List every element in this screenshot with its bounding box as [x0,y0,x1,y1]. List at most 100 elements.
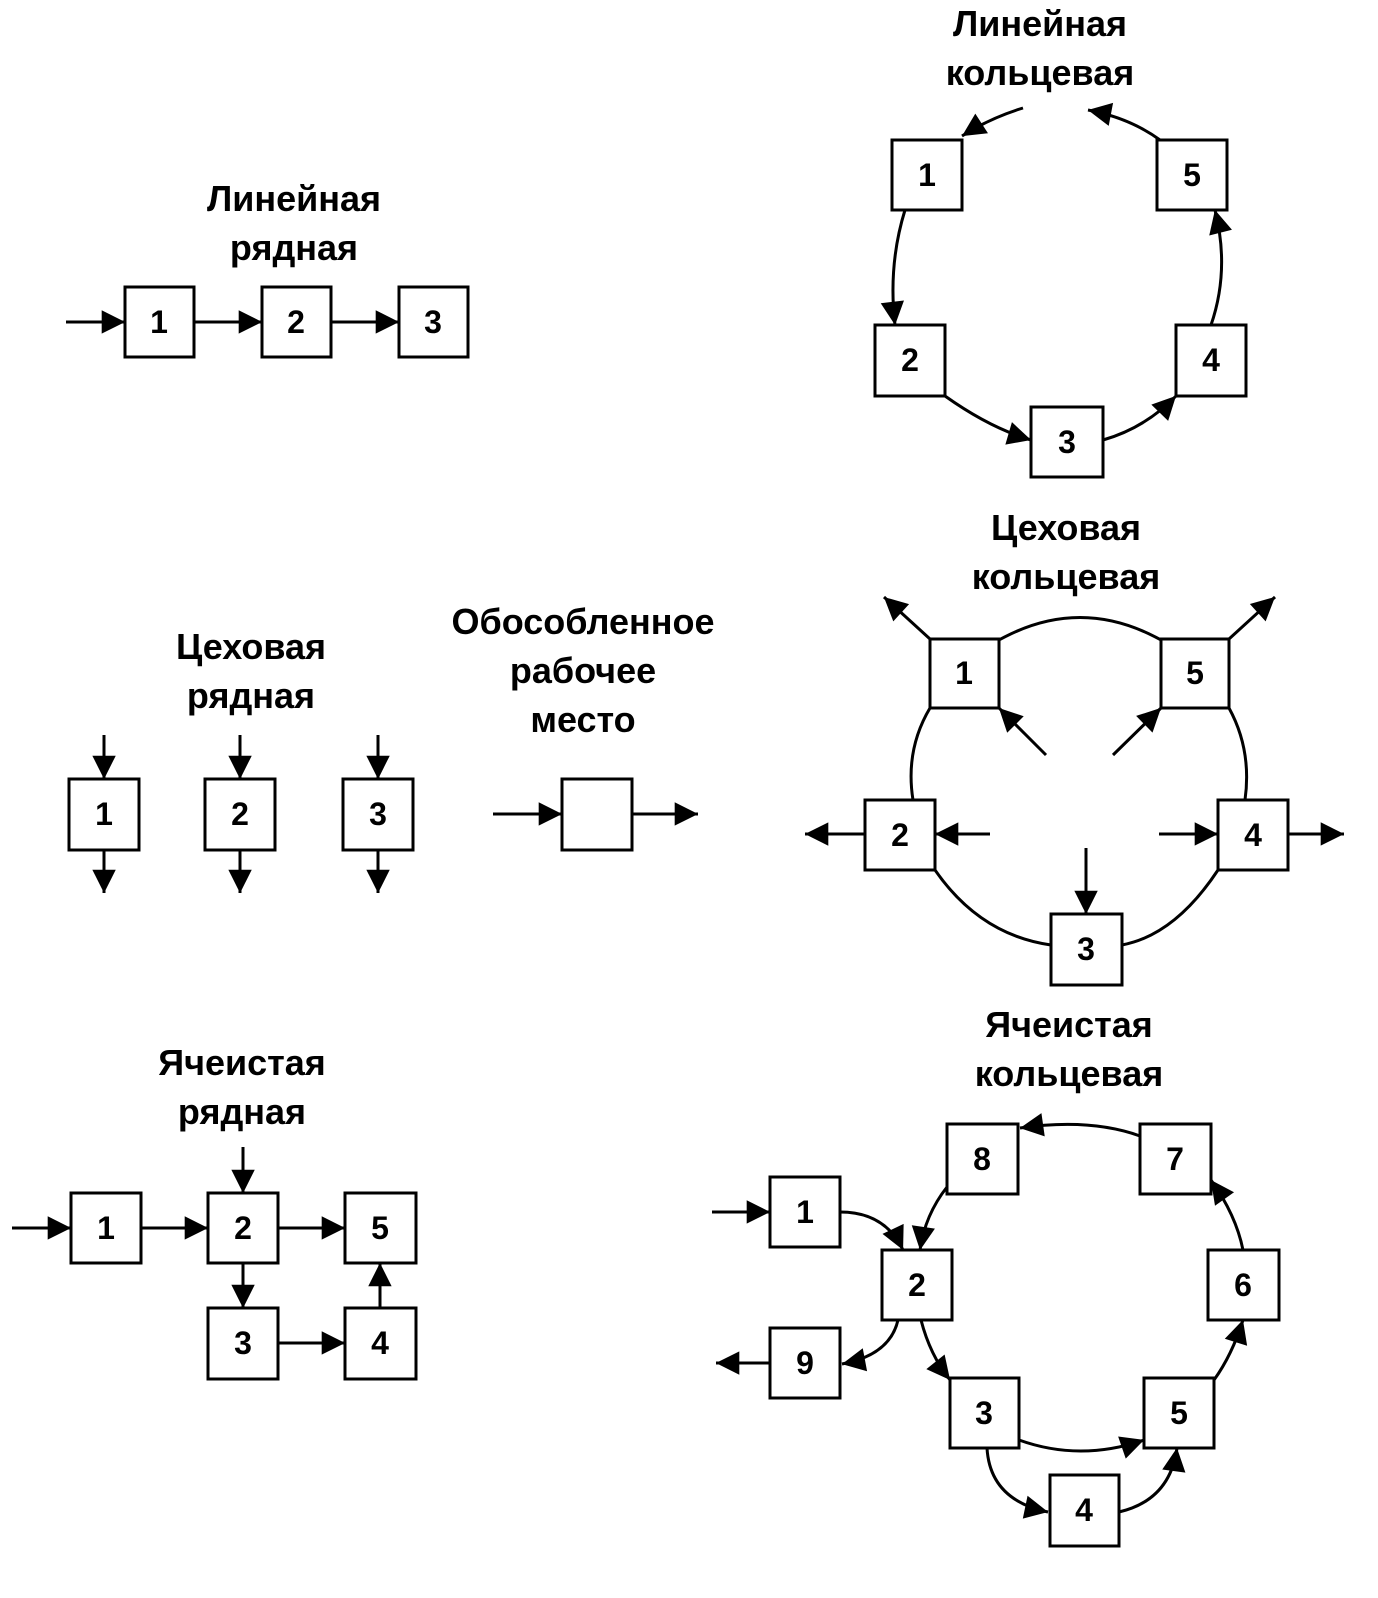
station-number: 8 [973,1141,991,1177]
linear-row-title-2: рядная [230,227,358,268]
arrow-ring [1019,1113,1141,1138]
station-number: 5 [371,1210,389,1246]
arrow-ring-out [961,106,1024,138]
station-box [1216,798,1290,872]
ring-link [933,869,1052,947]
isolated-workplace-diagram: Обособленное рабочее место [451,601,715,852]
station-box [873,323,947,398]
station-number: 4 [371,1325,389,1361]
linear-row-diagram: Линейная рядная 1 2 3 [66,178,470,359]
station-box [1049,912,1124,987]
station-number: 2 [891,817,909,853]
shop-row-diagram: Цеховая рядная 1 2 3 [67,626,415,894]
arrow-ring-in [1087,102,1161,142]
shop-ring-diagram: Цеховая кольцевая 1 2 3 4 5 [804,507,1345,987]
station-number: 3 [369,796,387,832]
station-box [948,1376,1021,1450]
shop-row-title-2: рядная [187,675,315,716]
linear-row-title-1: Линейная [207,178,381,219]
station-number: 4 [1202,342,1220,378]
station-box [1159,637,1231,710]
station-box [945,1122,1020,1196]
cell-row-diagram: Ячеистая рядная 1 2 5 3 4 [12,1042,418,1381]
station-number: 9 [796,1345,814,1381]
station-number: 4 [1075,1492,1093,1528]
station-number: 2 [234,1210,252,1246]
linear-ring-title-1: Линейная [953,3,1127,44]
arrow-ring [1102,394,1178,442]
station-number: 1 [796,1194,814,1230]
linear-ring-diagram: Линейная кольцевая 1 2 3 4 5 [873,3,1248,479]
station-box [1206,1248,1281,1322]
arrow-output [1227,595,1277,641]
cell-ring-title-1: Ячеистая [985,1004,1153,1045]
station-number: 3 [1077,931,1095,967]
arrow-ring [1212,1319,1248,1381]
station-number: 6 [1234,1267,1252,1303]
station-number: 1 [955,655,973,691]
shop-row-title-1: Цеховая [176,626,326,667]
station-number: 2 [287,304,305,340]
isolated-title-1: Обособленное [451,601,714,642]
station-number: 3 [1058,424,1076,460]
isolated-title-2: рабочее [510,650,656,691]
station-box [880,1248,954,1322]
station-number: 5 [1183,157,1201,193]
station-box [397,285,470,359]
ring-link [1121,869,1220,947]
station-number: 4 [1244,817,1262,853]
arrow-ring [1209,209,1232,326]
arrow-ring [880,209,907,326]
station-box [1174,323,1248,398]
station-number: 1 [918,157,936,193]
station-number: 3 [424,304,442,340]
station-box [1048,1473,1121,1548]
arrow-ring [911,1186,949,1251]
station-number: 5 [1186,655,1204,691]
arrow-ring [985,1447,1049,1519]
station-box [560,777,634,852]
station-number: 2 [908,1267,926,1303]
station-number: 3 [234,1325,252,1361]
station-number: 1 [150,304,168,340]
ring-link [1227,707,1249,801]
station-box [1142,1376,1216,1450]
cell-row-title-1: Ячеистая [158,1042,326,1083]
isolated-title-3: место [530,699,635,740]
station-box [890,138,964,212]
station-number: 7 [1166,1141,1184,1177]
station-box [1155,138,1229,212]
station-box [768,1175,842,1249]
station-number: 2 [901,342,919,378]
station-box [1138,1122,1213,1196]
cell-ring-diagram: Ячеистая кольцевая 1 2 3 4 5 6 7 8 9 [712,1004,1281,1548]
ring-link [909,707,932,801]
station-box [1029,405,1105,479]
shop-ring-title-1: Цеховая [991,507,1141,548]
station-number: 1 [95,796,113,832]
cell-row-title-2: рядная [178,1091,306,1132]
arrow-output [882,595,932,641]
station-box [928,637,1001,710]
station-number: 1 [97,1210,115,1246]
arrow-input [997,706,1048,757]
station-number: 5 [1170,1395,1188,1431]
linear-ring-title-2: кольцевая [946,52,1134,93]
arrow-ring [944,394,1032,445]
station-box [67,777,141,852]
arrow-ring [1018,1436,1145,1459]
arrow-ring [919,1319,952,1381]
arrow-ring [1118,1447,1186,1514]
station-number: 3 [975,1395,993,1431]
ring-link [998,616,1162,642]
arrow-flow [841,1319,900,1372]
station-box [863,798,937,872]
station-box [768,1326,842,1400]
station-box [206,1306,280,1381]
arrow-flow [839,1210,905,1251]
arrow-ring [1209,1179,1245,1251]
station-number: 2 [231,796,249,832]
arrow-input [1111,706,1163,757]
shop-ring-title-2: кольцевая [972,556,1160,597]
